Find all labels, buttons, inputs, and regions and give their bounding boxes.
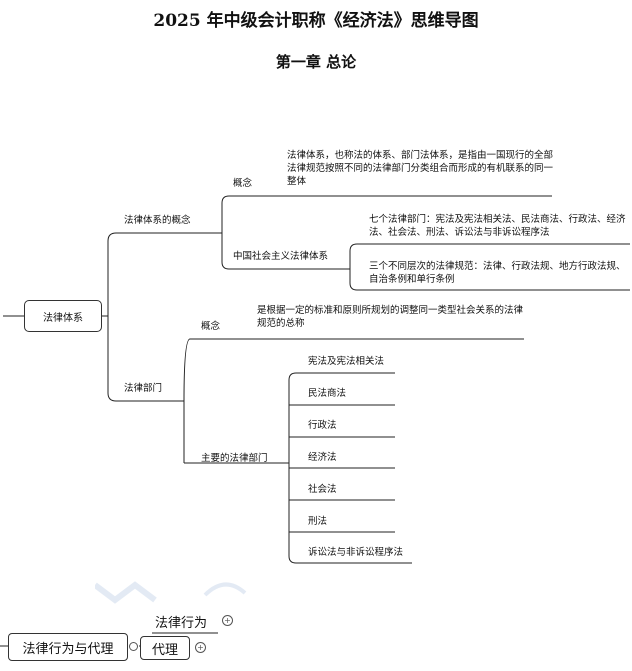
department-item[interactable]: 社会法 (308, 484, 337, 495)
department-item[interactable]: 宪法及宪法相关法 (308, 356, 385, 367)
root-node[interactable]: 法律体系 (24, 300, 102, 332)
legal-department-concept-text: 是根据一定的标准和原则所规划的调整同一类型社会关系的法律规范的总称 (257, 305, 524, 329)
legal-department-concept-node[interactable]: 概念 (201, 321, 221, 332)
watermark-logo (95, 581, 247, 604)
main-departments-node[interactable]: 主要的法律部门 (201, 453, 268, 464)
three-levels-text: 三个不同层次的法律规范：法律、行政法规、地方行政法规、自治条例和单行条例 (369, 261, 626, 285)
department-item[interactable]: 刑法 (308, 516, 328, 527)
legal-act-node[interactable]: 法律行为 (155, 616, 208, 631)
plus-circle-icon[interactable]: + (195, 642, 206, 653)
collapse-circle-icon[interactable] (129, 642, 138, 651)
seven-departments-text: 七个法律部门：宪法及宪法相关法、民法商法、行政法、经济法、社会法、刑法、诉讼法与… (369, 214, 626, 238)
socialist-legal-system-node[interactable]: 中国社会主义法律体系 (233, 251, 329, 262)
department-item[interactable]: 经济法 (308, 452, 337, 463)
chapter-title: 第一章 总论 (275, 53, 357, 71)
agency-node[interactable]: 代理 (140, 636, 190, 660)
footer-root-node[interactable]: 法律行为与代理 (8, 633, 128, 661)
legal-system-concept-text: 法律体系，也称法的体系、部门法体系，是指由一国现行的全部法律规范按照不同的法律部… (287, 150, 554, 187)
page-title: 2025 年中级会计职称《经济法》思维导图 (153, 11, 479, 31)
department-item[interactable]: 民法商法 (308, 388, 347, 399)
department-item[interactable]: 行政法 (308, 420, 337, 431)
legal-department-node[interactable]: 法律部门 (124, 383, 163, 394)
legal-system-node[interactable]: 法律体系的概念 (124, 215, 191, 226)
plus-circle-icon[interactable]: + (222, 615, 233, 626)
department-item[interactable]: 诉讼法与非诉讼程序法 (308, 547, 404, 558)
legal-system-concept-node[interactable]: 概念 (233, 178, 253, 189)
